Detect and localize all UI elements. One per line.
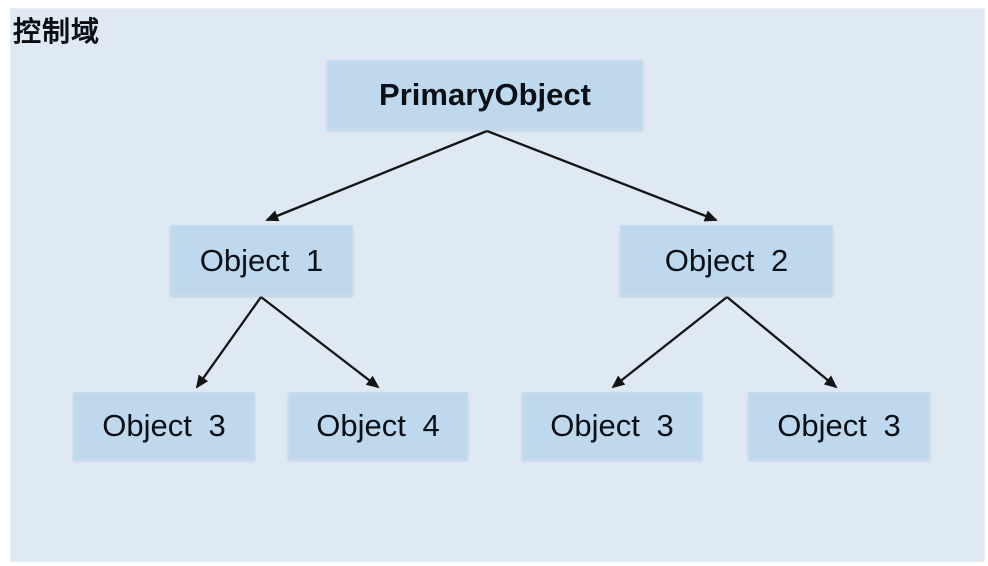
node-primary-object: PrimaryObject [327,60,643,130]
arrow-object2-to-object3b [611,296,728,389]
node-label: Object 3 [550,408,674,443]
arrow-object1-to-object4 [260,296,380,389]
arrow-primary-to-object2 [486,129,718,222]
node-label: Object 1 [199,242,324,278]
node-object-3-middle: Object 3 [522,392,702,460]
node-label: Object 3 [102,408,226,443]
node-label: Object 2 [664,242,789,278]
node-object-1: Object 1 [170,225,353,296]
arrow-object1-to-object3a [195,296,262,389]
node-object-2: Object 2 [620,225,833,296]
node-object-3-left: Object 3 [73,392,255,460]
arrow-primary-to-object1 [265,129,488,222]
node-object-3-right: Object 3 [748,392,930,460]
node-label: Object 4 [316,408,440,443]
node-label: PrimaryObject [379,77,591,112]
node-object-4: Object 4 [288,392,468,460]
arrow-object2-to-object3c [726,296,838,389]
diagram-title: 控制域 [13,16,101,47]
node-label: Object 3 [777,408,901,443]
